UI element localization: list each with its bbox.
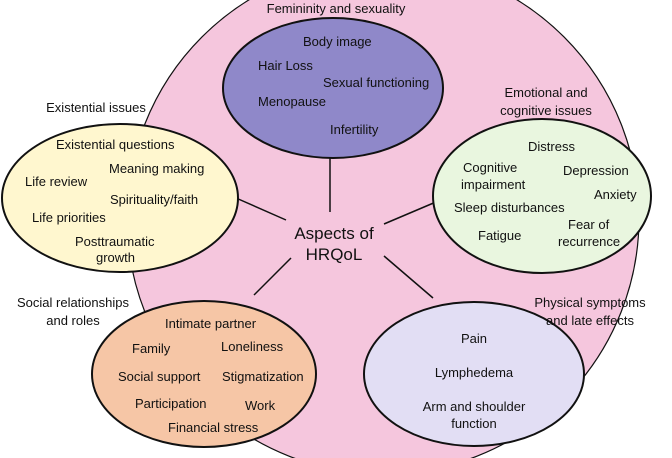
emotional-item: impairment: [461, 177, 526, 192]
existential-title: Existential issues: [46, 100, 146, 115]
femininity-oval: [222, 17, 444, 159]
femininity-item: Menopause: [258, 94, 326, 109]
emotional-item: Cognitive: [463, 160, 517, 175]
physical-item: Lymphedema: [435, 365, 514, 380]
social-item: Stigmatization: [222, 369, 304, 384]
physical-item: Pain: [461, 331, 487, 346]
emotional-item: recurrence: [558, 234, 620, 249]
connector-line-bottom-right: [383, 255, 434, 299]
existential-item: Life priorities: [32, 210, 106, 225]
connector-line-bottom-left: [253, 257, 292, 296]
social-item: Financial stress: [168, 420, 259, 435]
existential-item: Life review: [25, 174, 88, 189]
physical-title-line1: Physical symptoms: [534, 295, 646, 310]
center-label-line1: Aspects of: [294, 224, 374, 243]
social-item: Loneliness: [221, 339, 284, 354]
social-item: Intimate partner: [165, 316, 257, 331]
physical-oval: [363, 301, 585, 447]
femininity-item: Infertility: [330, 122, 379, 137]
connector-line-left: [235, 197, 287, 221]
social-item: Participation: [135, 396, 207, 411]
emotional-item: Fear of: [568, 217, 610, 232]
domain-existential: Existential issues Existential questions…: [1, 100, 239, 273]
existential-item: Meaning making: [109, 161, 204, 176]
physical-title-line2: and late effects: [546, 313, 634, 328]
emotional-title-line1: Emotional and: [504, 85, 587, 100]
social-oval: [91, 300, 317, 448]
social-title-line2: and roles: [46, 313, 100, 328]
social-item: Work: [245, 398, 276, 413]
femininity-item: Body image: [303, 34, 372, 49]
existential-item: Spirituality/faith: [110, 192, 198, 207]
femininity-item: Sexual functioning: [323, 75, 429, 90]
existential-item: Posttraumatic: [75, 234, 155, 249]
emotional-oval: [432, 118, 652, 274]
social-title-line1: Social relationships: [17, 295, 130, 310]
emotional-item: Sleep disturbances: [454, 200, 565, 215]
physical-item: Arm and shoulder: [423, 399, 526, 414]
domain-physical: Physical symptoms and late effects Pain …: [363, 295, 646, 447]
emotional-item: Depression: [563, 163, 629, 178]
femininity-title: Femininity and sexuality: [267, 1, 406, 16]
existential-item: growth: [96, 250, 135, 265]
physical-item: function: [451, 416, 497, 431]
domain-emotional: Emotional and cognitive issues Distress …: [432, 85, 652, 274]
social-item: Family: [132, 341, 171, 356]
existential-item: Existential questions: [56, 137, 175, 152]
emotional-item: Distress: [528, 139, 575, 154]
emotional-title-line2: cognitive issues: [500, 103, 592, 118]
existential-oval: [1, 123, 239, 273]
emotional-item: Anxiety: [594, 187, 637, 202]
emotional-item: Fatigue: [478, 228, 521, 243]
social-item: Social support: [118, 369, 201, 384]
femininity-item: Hair Loss: [258, 58, 313, 73]
domain-social: Social relationships and roles Intimate …: [17, 295, 317, 448]
domain-femininity: Femininity and sexuality Body image Hair…: [222, 1, 444, 159]
center-label-line2: HRQoL: [306, 245, 363, 264]
